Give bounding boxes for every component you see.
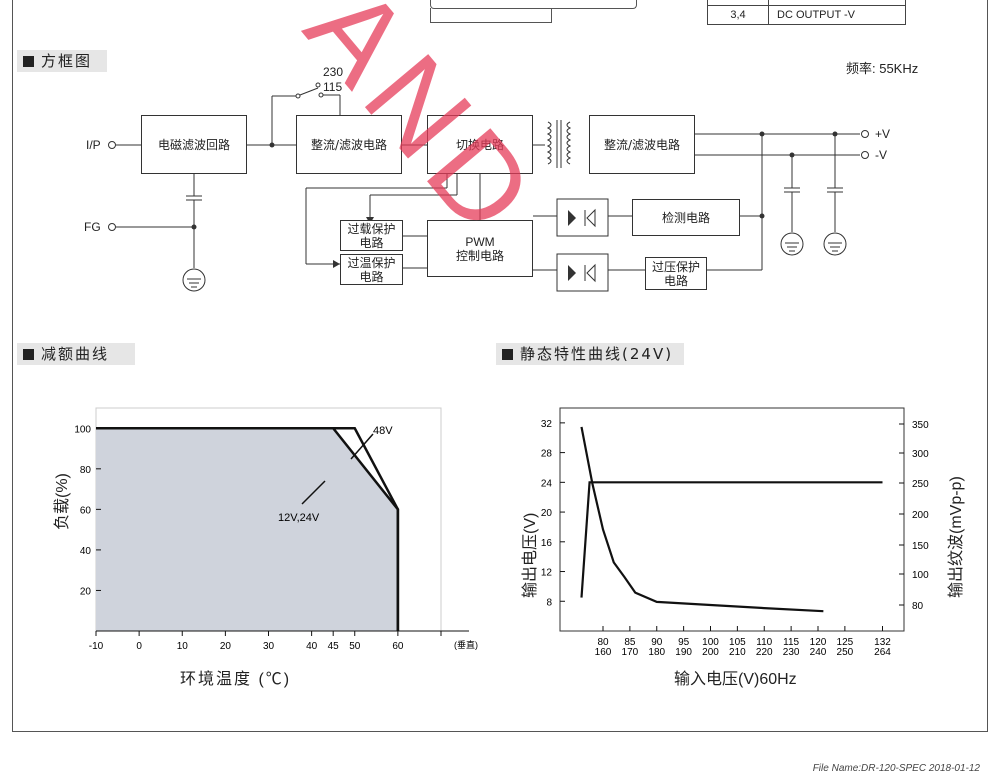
output-negative-label: -V [875,148,887,162]
y-right-tick-label: 100 [912,570,929,581]
output-voltage-line [580,481,883,598]
x-tick-label-top: 110 [756,637,772,648]
static-chart: 3228242016128350300250200150100808016085… [541,407,929,658]
static-curve-title: 静态特性曲线(24V) [496,343,684,365]
annotation-48v: 48V [373,425,393,437]
x-unit-label: (垂直) [454,639,478,650]
overload-protect-block: 过载保护电路 [340,220,403,251]
y-tick-label: 20 [80,586,92,597]
y-right-tick-label: 350 [912,420,929,431]
static-x-axis-label: 输入电压(V)60Hz [674,671,797,688]
x-tick-label-top: 100 [702,637,719,648]
section-square-icon [502,349,513,360]
annotation-12-24v-arrow [301,480,326,505]
x-tick-label-top: 132 [874,637,891,648]
x-tick-label-bottom: 264 [874,647,891,658]
file-footer: File Name:DR-120-SPEC 2018-01-12 [812,763,980,774]
y-right-tick-label: 300 [912,449,929,460]
frequency-label: 频率: 55KHz [846,61,919,76]
pin-function: DC OUTPUT -V [768,5,906,25]
y-tick-label: 40 [80,546,92,557]
derating-chart: 100 80 60 40 20 -10 0 10 20 30 40 45 50 60 (垂直) 48V 12V,… [74,407,478,652]
x-tick-label: 40 [306,641,318,652]
static-left-axis-label: 输出电压(V) [522,512,539,598]
y-right-tick-label: 150 [912,541,929,552]
section-square-icon [23,349,34,360]
y-right-tick-label: 250 [912,479,929,490]
x-tick-label-bottom: 170 [622,647,639,658]
output-rectifier-block: 整流/滤波电路 [589,115,695,174]
y-tick-label: 100 [74,424,91,435]
y-right-tick-label: 200 [912,510,929,521]
section-square-icon [23,56,34,67]
switch-115-label: 115 [323,80,343,94]
input-label: I/P [86,138,101,152]
y-left-tick-label: 28 [541,449,553,460]
x-tick-label-top: 95 [678,637,690,648]
x-tick-label-bottom: 240 [810,647,827,658]
x-tick-label-bottom: 190 [675,647,692,658]
x-tick-label: 10 [177,641,189,652]
input-rectifier-block: 整流/滤波电路 [296,115,402,174]
x-tick-label-top: 90 [651,637,663,648]
block-diagram-wiring [108,82,869,292]
derating-x-axis-label: 环境温度 (℃) [180,671,292,688]
pin-table: 3,4 DC OUTPUT -V [707,0,906,25]
x-tick-label: -10 [89,641,104,652]
x-tick-label: 50 [349,641,361,652]
derating-title: 减额曲线 [17,343,135,365]
x-tick-label: 30 [263,641,275,652]
switching-block: 切换电路 [427,115,533,174]
x-tick-label-top: 85 [624,637,636,648]
y-left-tick-label: 20 [541,508,553,519]
x-tick-label: 60 [392,641,404,652]
x-tick-label-bottom: 230 [783,647,800,658]
static-right-axis-label: 输出纹波(mVp-p) [948,476,965,598]
device-drawing-edge [430,0,637,9]
switch-230-label: 230 [323,65,344,79]
x-tick-label-top: 105 [729,637,746,648]
x-tick-label-top: 120 [810,637,827,648]
overtemp-protect-block: 过温保护电路 [340,254,403,285]
x-tick-label-bottom: 220 [756,647,773,658]
y-right-tick-label: 80 [912,601,924,612]
y-tick-label: 60 [80,505,92,516]
x-tick-label-top: 125 [837,637,854,648]
x-tick-label-bottom: 180 [648,647,665,658]
output-positive-label: +V [875,127,891,141]
x-tick-label-top: 115 [783,637,799,648]
annotation-12-24v: 12V,24V [278,512,320,524]
y-left-tick-label: 32 [541,419,553,430]
device-drawing-edge [430,8,552,23]
spec-page-frame [12,0,988,732]
overvoltage-protect-block: 过压保护电路 [645,257,707,290]
ripple-line [580,426,824,613]
detection-block: 检测电路 [632,199,740,236]
emi-filter-block: 电磁滤波回路 [141,115,247,174]
annotation-48v-arrow [350,433,374,460]
y-left-tick-label: 8 [546,597,552,608]
y-tick-label: 80 [80,465,92,476]
y-left-tick-label: 24 [541,478,553,489]
derating-area [96,428,398,631]
x-tick-label-bottom: 160 [595,647,612,658]
block-diagram-title: 方框图 [17,50,107,72]
x-tick-label: 45 [328,641,340,652]
plot-frame [559,407,905,632]
x-tick-label-bottom: 250 [837,647,854,658]
x-tick-label-bottom: 200 [702,647,719,658]
x-tick-label-bottom: 210 [729,647,746,658]
y-left-tick-label: 12 [541,568,553,579]
x-tick-label-top: 80 [597,637,609,648]
x-tick-label: 20 [220,641,232,652]
series-12v-24v-line [96,427,400,631]
y-left-tick-label: 16 [541,538,553,549]
fg-label: FG [84,220,101,234]
x-tick-label: 0 [136,641,142,652]
derating-y-axis-label: 负载(%) [54,473,71,530]
